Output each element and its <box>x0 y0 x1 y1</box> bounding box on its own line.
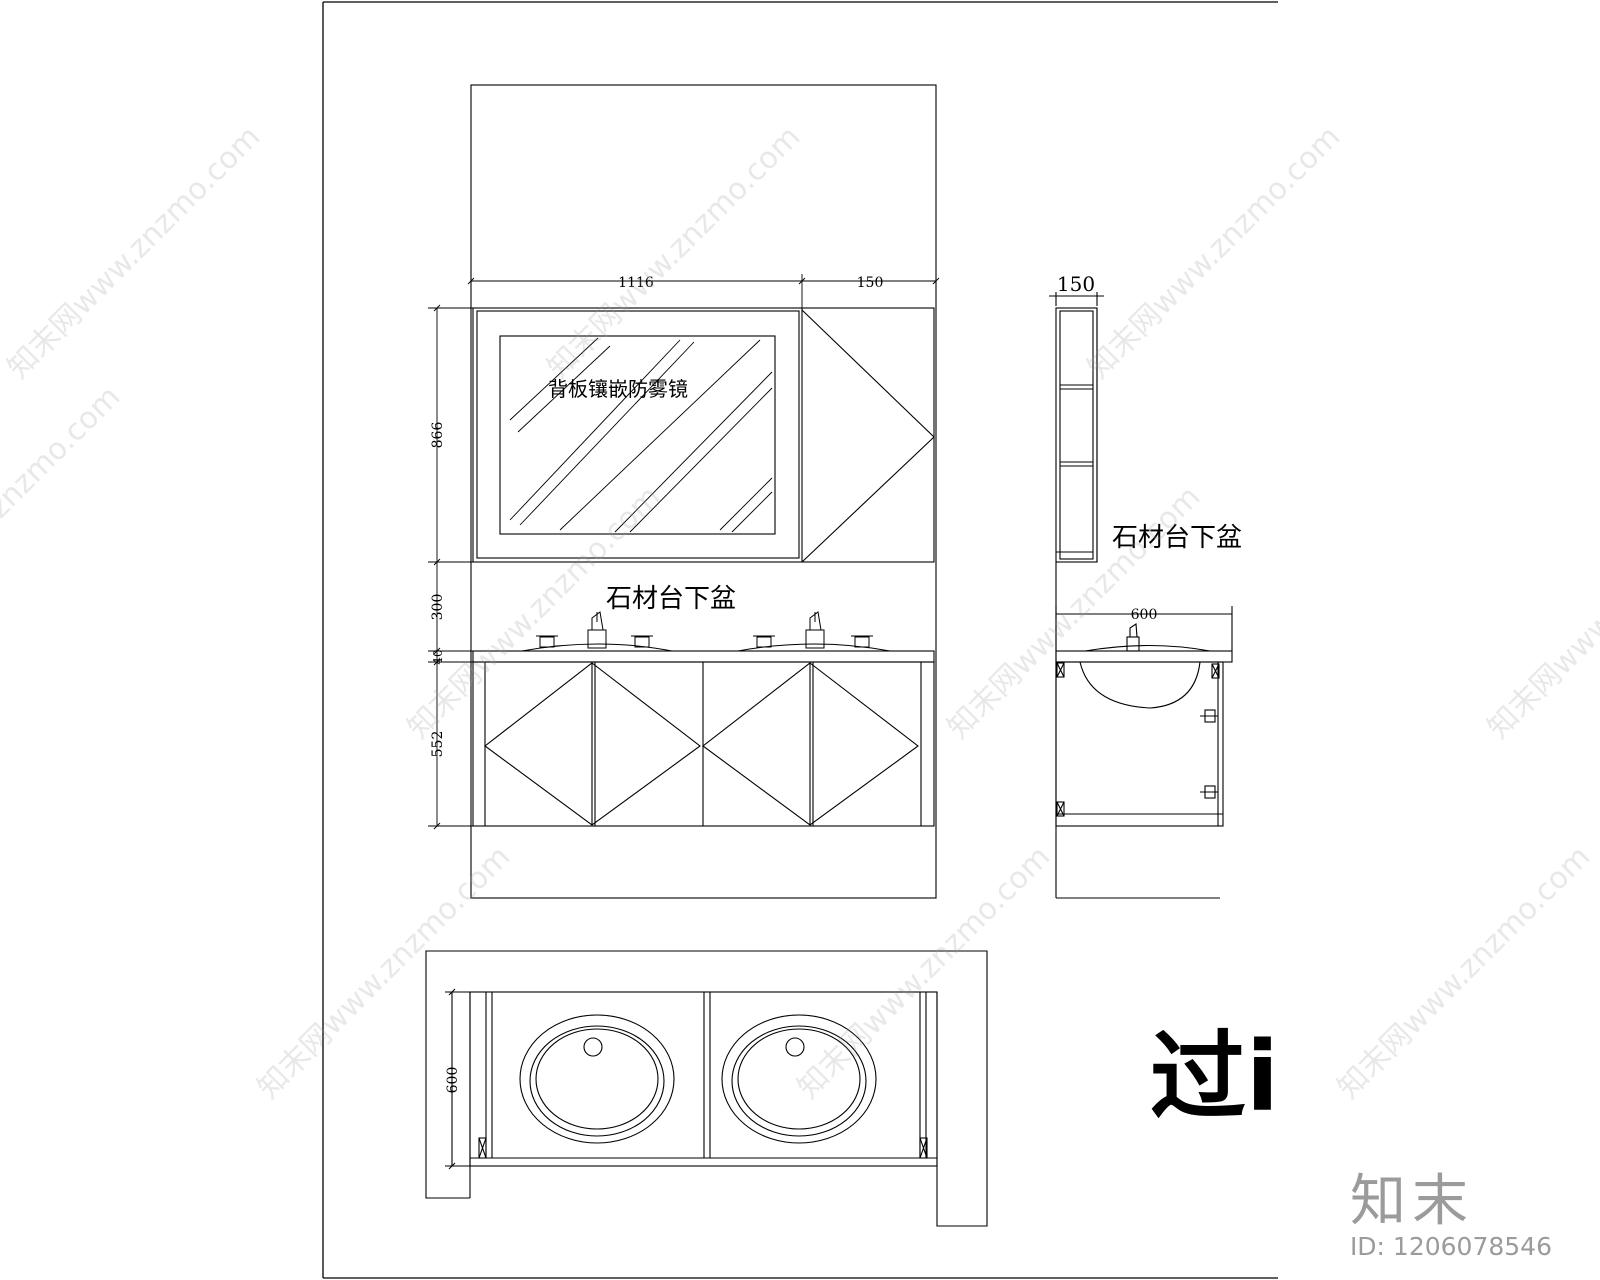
front-dim-vertical <box>428 304 473 830</box>
dim-label-300: 300 <box>430 594 446 621</box>
dim-label-600-side: 600 <box>1131 607 1158 623</box>
watermark-text: 知末网www.znzmo.com <box>1481 479 1600 745</box>
faucet-right <box>737 611 891 652</box>
basin-note-side: 石材台下盆 <box>1112 523 1242 553</box>
basin-note-front: 石材台下盆 <box>606 584 736 614</box>
sheet-border <box>322 1 1278 1279</box>
watermark-text: 知末网www.znzmo.com <box>251 839 517 1105</box>
front-elevation <box>428 84 940 899</box>
plan-view <box>425 950 988 1227</box>
title-fragment: 过i <box>1150 1021 1279 1133</box>
dim-label-552: 552 <box>430 731 446 758</box>
dim-label-40: 40 <box>431 649 445 664</box>
watermark-logo-block: 知末 ID: 1206078546 <box>1350 1172 1552 1262</box>
dim-label-1116: 1116 <box>618 275 654 291</box>
faucet-left <box>521 611 673 652</box>
dim-label-866: 866 <box>430 422 446 449</box>
mirror-note: 背板镶嵌防雾镜 <box>548 377 688 401</box>
plan-basin-right <box>721 1014 877 1144</box>
dim-label-150-side: 150 <box>1057 272 1095 296</box>
mirror-hatch <box>509 337 773 533</box>
side-elevation <box>1049 292 1233 899</box>
watermark-text: 知末网www.znzmo.com <box>1331 839 1597 1105</box>
watermark-text: 知末网www.znzmo.com <box>791 839 1057 1105</box>
watermark-id: ID: 1206078546 <box>1349 1232 1552 1261</box>
watermark-text: 知末网www.znzmo.com <box>1 119 267 385</box>
plan-basin-left <box>519 1014 675 1144</box>
watermark-text: 知末网www.znzmo.com <box>1081 119 1347 385</box>
watermark-text: 知末网www.znzmo.com <box>0 379 127 645</box>
dim-label-150-front: 150 <box>857 275 884 291</box>
watermark-layer: 知末网www.znzmo.com 知末网www.znzmo.com 知末网www… <box>0 119 1600 1105</box>
dim-label-600-plan: 600 <box>445 1067 461 1094</box>
watermark-text: 知末网www.znzmo.com <box>941 479 1207 745</box>
watermark-logo: 知末 <box>1349 1169 1474 1234</box>
front-dim-horizontal <box>467 274 940 308</box>
